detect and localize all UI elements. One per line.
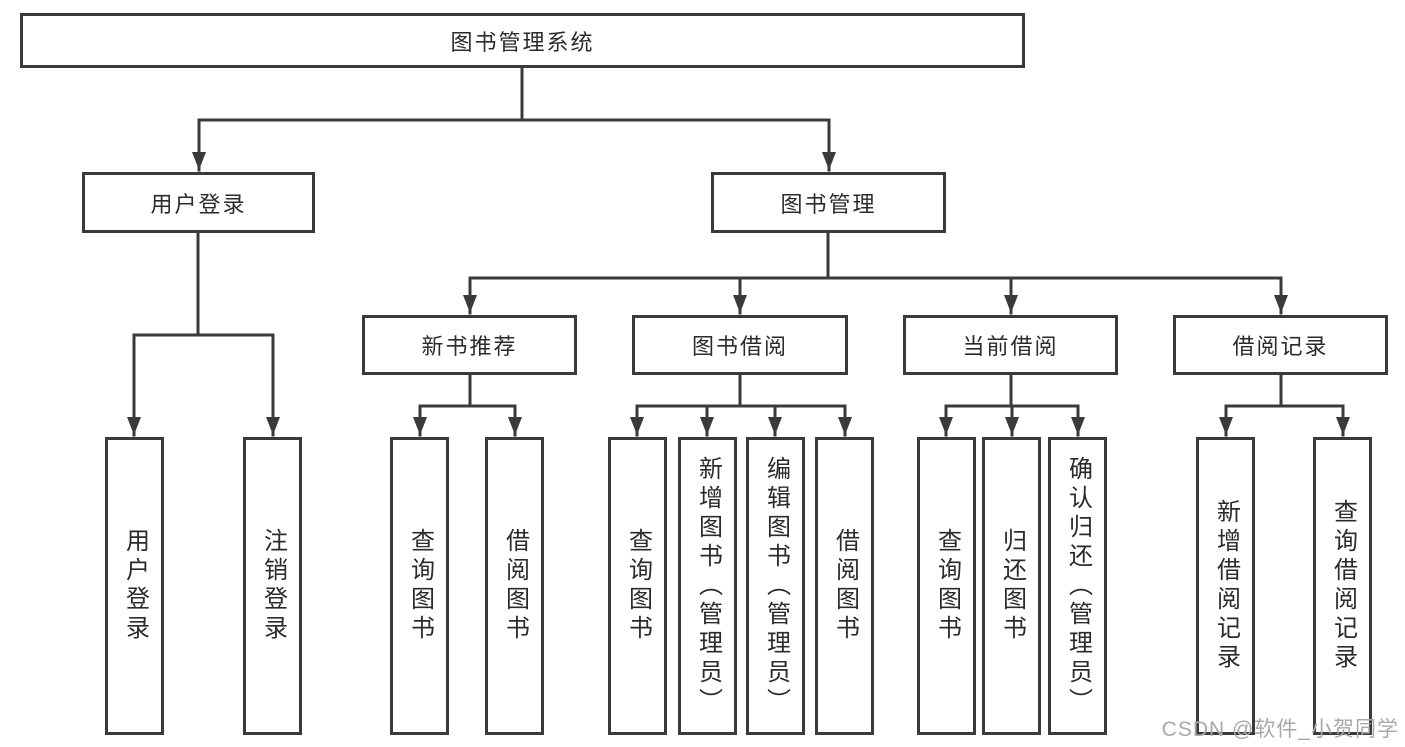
connector-book-borrowing-children (630, 373, 852, 437)
leaf-add-books-admin-label: 新增图书（管理员） (694, 455, 722, 717)
node-borrowing-records: 借阅记录 (1173, 315, 1388, 375)
leaf-add-books-admin: 新增图书（管理员） (678, 437, 737, 735)
node-book-borrowing: 图书借阅 (632, 315, 848, 375)
leaf-return-books-label: 归还图书 (998, 528, 1026, 644)
leaf-query-borrow-record-label: 查询借阅记录 (1329, 499, 1357, 673)
node-book-management-label: 图书管理 (780, 191, 877, 217)
leaf-edit-books-admin: 编辑图书（管理员） (746, 437, 805, 735)
leaf-confirm-return-admin-label: 确认归还（管理员） (1064, 455, 1092, 717)
leaf-query-borrow-record: 查询借阅记录 (1313, 437, 1372, 735)
leaf-borrowing-query-books: 查询图书 (608, 437, 667, 735)
leaf-borrowing-query-books-label: 查询图书 (624, 528, 652, 644)
node-book-borrowing-label: 图书借阅 (691, 334, 788, 359)
leaf-logout-label: 注销登录 (259, 528, 287, 644)
connector-current-borrowing-children (939, 373, 1085, 437)
leaf-newbook-query-books: 查询图书 (390, 437, 449, 735)
node-root-label: 图书管理系统 (450, 29, 595, 55)
leaf-newbook-borrow-books: 借阅图书 (485, 437, 544, 735)
leaf-current-query-books: 查询图书 (917, 437, 976, 735)
connector-borrowing-records-children (1219, 373, 1350, 437)
leaf-add-borrow-record: 新增借阅记录 (1196, 437, 1255, 735)
leaf-return-books: 归还图书 (982, 437, 1041, 735)
node-user-login: 用户登录 (82, 172, 315, 233)
node-root: 图书管理系统 (20, 13, 1025, 68)
node-new-book-recommend-label: 新书推荐 (421, 334, 518, 359)
connector-new-book-recommend-children (413, 373, 522, 437)
leaf-current-query-books-label: 查询图书 (933, 528, 961, 644)
node-current-borrowing-label: 当前借阅 (962, 334, 1059, 359)
leaf-logout: 注销登录 (243, 437, 302, 735)
connector-book-management-children (463, 231, 1288, 315)
leaf-newbook-borrow-books-label: 借阅图书 (501, 528, 529, 644)
connector-user-login-children (127, 231, 280, 437)
connector-root-to-level2 (192, 66, 836, 172)
leaf-borrowing-borrow-books-label: 借阅图书 (831, 528, 859, 644)
node-new-book-recommend: 新书推荐 (362, 315, 577, 375)
leaf-add-borrow-record-label: 新增借阅记录 (1212, 499, 1240, 673)
leaf-user-login: 用户登录 (105, 437, 164, 735)
leaf-user-login-label: 用户登录 (121, 528, 149, 644)
leaf-edit-books-admin-label: 编辑图书（管理员） (762, 455, 790, 717)
csdn-watermark: CSDN @软件_小贺同学 (1161, 718, 1399, 741)
leaf-confirm-return-admin: 确认归还（管理员） (1048, 437, 1107, 735)
node-user-login-label: 用户登录 (150, 191, 247, 217)
node-borrowing-records-label: 借阅记录 (1232, 334, 1329, 359)
node-current-borrowing: 当前借阅 (903, 315, 1118, 375)
leaf-newbook-query-books-label: 查询图书 (406, 528, 434, 644)
leaf-borrowing-borrow-books: 借阅图书 (815, 437, 874, 735)
node-book-management: 图书管理 (711, 172, 946, 233)
